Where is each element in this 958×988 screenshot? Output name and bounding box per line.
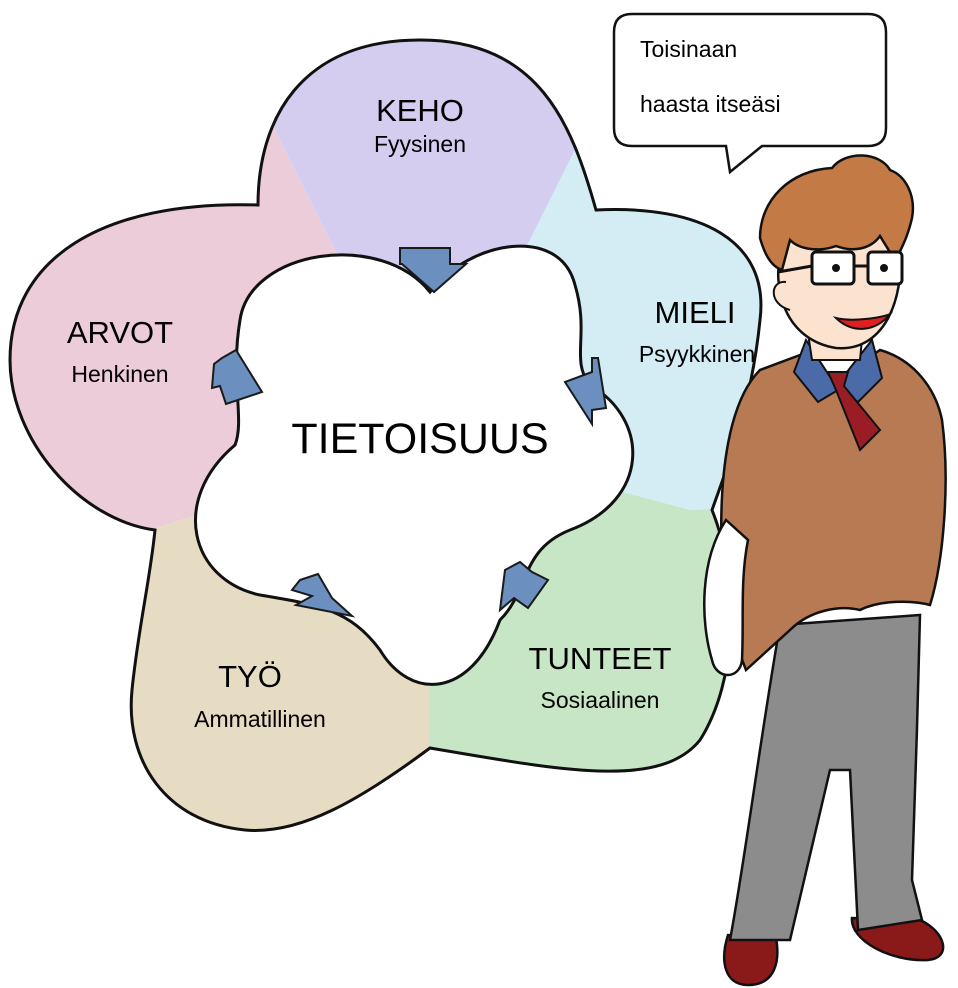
segment-arvot-subtitle: Henkinen xyxy=(40,360,200,388)
segment-tyo-title: TYÖ xyxy=(170,660,330,694)
center-label: TIETOISUUS xyxy=(250,416,590,462)
segment-tunteet-subtitle: Sosiaalinen xyxy=(500,686,700,714)
segment-mieli-subtitle: Psyykkinen xyxy=(612,340,782,368)
speech-bubble-line-2: haasta itseäsi xyxy=(640,81,781,127)
left-eye xyxy=(832,264,840,272)
left-shoe xyxy=(724,935,777,985)
segment-keho-title: KEHO xyxy=(335,94,505,128)
trousers xyxy=(730,615,922,940)
segment-tunteet-title: TUNTEET xyxy=(500,642,700,676)
speech-bubble-line-1: Toisinaan xyxy=(640,26,737,72)
segment-keho-subtitle: Fyysinen xyxy=(335,130,505,158)
right-eye xyxy=(880,264,888,272)
segment-tyo-subtitle: Ammatillinen xyxy=(160,705,360,733)
segment-arvot-title: ARVOT xyxy=(40,316,200,350)
segment-mieli-title: MIELI xyxy=(620,296,770,330)
